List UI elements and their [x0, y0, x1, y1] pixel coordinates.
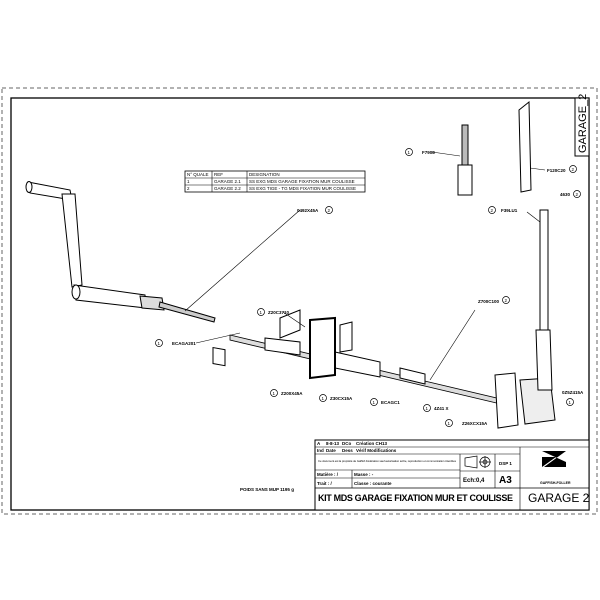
svg-text:2: 2: [491, 208, 494, 213]
wall-bracket-left: [212, 309, 353, 380]
svg-text:1: 1: [408, 150, 411, 155]
svg-text:Z200X45A: Z200X45A: [281, 391, 303, 396]
bom-cell: 1: [187, 179, 190, 184]
weight-note: POIDS SANS MUP 1195 g: [240, 487, 294, 492]
bom-cell: SS EXG MDS GARAGE FIXATION MUR COULISSE: [249, 179, 355, 184]
svg-text:1: 1: [273, 391, 276, 396]
main-bar: [229, 334, 506, 406]
svg-text:1: 1: [569, 400, 572, 405]
svg-text:ECAGC1: ECAGC1: [381, 400, 400, 405]
property-note: Ce document est la propriété de Gaffish …: [318, 459, 457, 463]
svg-text:2: 2: [328, 208, 331, 213]
company-logo: GAFFISH-FOLLER: [540, 451, 571, 485]
bom-cell: 2: [187, 186, 190, 191]
drawing-frame: [10, 97, 590, 511]
callout: 1 Z26XCX15A: [445, 419, 488, 427]
format-field: A3: [499, 475, 512, 486]
svg-text:F7908: F7908: [422, 150, 435, 155]
class-field: Classe : courante: [354, 481, 392, 486]
svg-text:1: 1: [426, 406, 429, 411]
bom-header-qty: N° QUALE: [187, 172, 209, 177]
callout: Z700C100 2: [478, 296, 510, 304]
projection-symbol-icon: [464, 455, 491, 469]
mass-field: Masse : -: [354, 472, 374, 477]
callout: F120C20 2: [547, 165, 577, 173]
bom-cell: GARAGE 2.1: [214, 179, 241, 184]
bom-cell: SS EXG TIGE - TG MDS FIXATION MUR COULIS…: [249, 186, 356, 191]
bom-table: N° QUALE REF DESIGNATION 1 GARAGE 2.1 SS…: [184, 170, 366, 193]
svg-text:1: 1: [373, 400, 376, 405]
svg-text:Z700C100: Z700C100: [478, 299, 500, 304]
svg-text:Z26XCX15A: Z26XCX15A: [462, 421, 488, 426]
svg-text:4Z41 X: 4Z41 X: [434, 406, 449, 411]
callout: 1 ECAGA201: [155, 339, 196, 347]
rev-cell: Ind: [317, 448, 324, 453]
material-field: Matière : /: [317, 472, 339, 477]
svg-text:2: 2: [505, 298, 508, 303]
svg-text:Z20C3710: Z20C3710: [268, 310, 290, 315]
bom-header-ref: REF: [214, 172, 223, 177]
rev-cell: DCo: [342, 441, 351, 446]
rev-cell: A: [317, 441, 321, 446]
rev-cell: Création CH13: [356, 441, 388, 446]
svg-text:2: 2: [576, 192, 579, 197]
sheet-dashed-border: [1, 87, 598, 515]
callout: 2 F39LU1: [488, 206, 518, 214]
drawing-title: KIT MDS GARAGE FIXATION MUR ET COULISSE: [318, 493, 513, 503]
drawing-number: GARAGE 2: [528, 491, 590, 505]
rev-cell: Dess: [342, 448, 353, 453]
callout: 1 4Z41 X: [423, 404, 449, 412]
page-field: DSP 1: [499, 461, 512, 466]
crank-handle: [25, 181, 216, 323]
callout: 1 Z30CX15A: [319, 394, 353, 402]
company-name: GAFFISH-FOLLER: [540, 481, 571, 485]
scale-field: Ech:0,4: [463, 478, 485, 484]
rev-cell: 8-8-13: [326, 441, 340, 446]
svg-text:GARAGE_2: GARAGE_2: [577, 94, 589, 153]
callout: 4630 2: [560, 190, 581, 198]
svg-text:1: 1: [448, 421, 451, 426]
title-block: A 8-8-13 DCo Création CH13 Ind Date Dess…: [314, 439, 590, 511]
svg-text:F120C20: F120C20: [547, 168, 566, 173]
svg-text:4630: 4630: [560, 192, 571, 197]
svg-text:F39LU1: F39LU1: [501, 208, 518, 213]
svg-text:1: 1: [158, 341, 161, 346]
svg-text:ECAGA201: ECAGA201: [172, 341, 196, 346]
bom-cell: GARAGE 2.2: [214, 186, 241, 191]
rev-cell: Vérif Modifications: [356, 448, 397, 453]
vertical-rod: [457, 100, 553, 391]
sheet-tag: GARAGE_2: [574, 94, 590, 157]
callout: 1 ECAGC1: [370, 398, 400, 406]
svg-text:1: 1: [322, 396, 325, 401]
svg-text:Z30CX15A: Z30CX15A: [330, 396, 353, 401]
svg-text:1: 1: [260, 310, 263, 315]
rev-cell: Date: [326, 448, 336, 453]
callout: 1 F7908: [405, 148, 435, 156]
callout: 0Z5Z415A 1: [562, 390, 584, 406]
svg-text:2: 2: [572, 167, 575, 172]
svg-text:0492X45A: 0492X45A: [297, 208, 319, 213]
callout: 1 Z20C3710: [257, 308, 290, 316]
callout: 0492X45A 2: [297, 206, 333, 214]
callout: 1 Z200X45A: [270, 389, 303, 397]
bom-header-designation: DESIGNATION: [249, 172, 280, 177]
svg-text:0Z5Z415A: 0Z5Z415A: [562, 390, 584, 395]
treatment-field: Trait : /: [317, 481, 333, 486]
leader-lines: [184, 151, 546, 381]
